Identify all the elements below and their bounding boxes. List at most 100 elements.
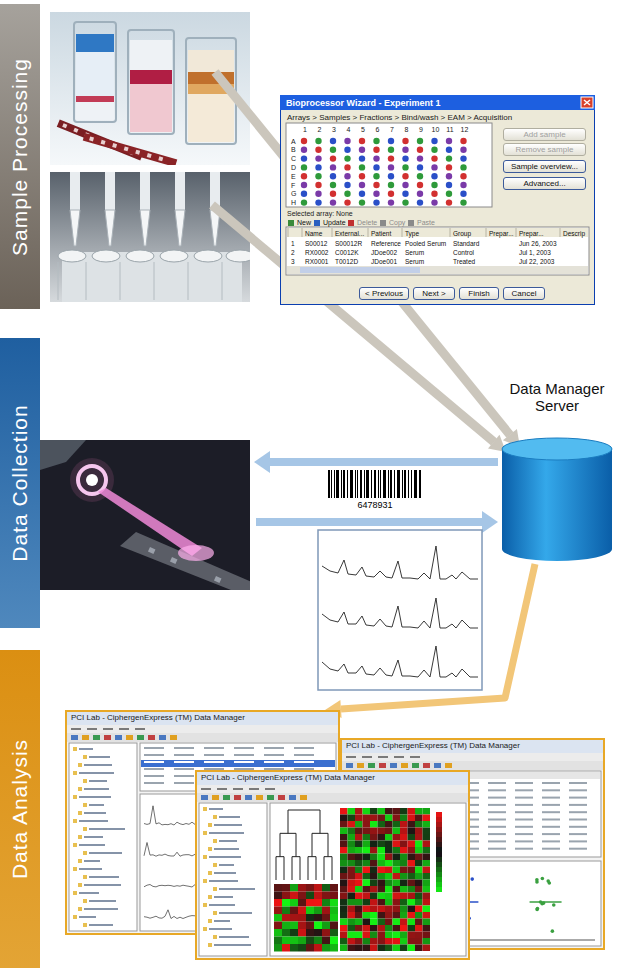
ui-shape bbox=[348, 906, 356, 913]
sample-spot bbox=[315, 164, 321, 170]
ui-shape bbox=[314, 937, 322, 945]
sample-spot bbox=[301, 182, 307, 188]
ui-shape bbox=[363, 828, 371, 835]
ui-shape bbox=[322, 929, 330, 937]
ui-shape bbox=[89, 756, 110, 758]
ui-shape bbox=[137, 735, 144, 740]
ui-shape bbox=[378, 886, 386, 893]
ui-shape bbox=[290, 937, 298, 945]
ui-shape bbox=[408, 220, 414, 226]
ui-shape bbox=[581, 97, 593, 108]
ui-shape bbox=[400, 834, 408, 841]
ui-shape bbox=[282, 884, 290, 892]
ui-shape bbox=[340, 932, 348, 939]
ui-shape bbox=[355, 815, 363, 822]
ui-shape bbox=[408, 847, 416, 854]
sample-spot bbox=[344, 164, 350, 170]
ui-shape bbox=[385, 834, 393, 841]
ui-shape bbox=[69, 743, 137, 931]
ui-shape bbox=[569, 840, 587, 842]
ui-shape bbox=[348, 841, 356, 848]
ui-shape bbox=[298, 892, 306, 900]
sample-spot bbox=[388, 147, 394, 153]
ui-shape bbox=[363, 880, 371, 887]
ui-shape bbox=[346, 763, 353, 768]
sample-spot bbox=[330, 138, 336, 144]
button-label: Finish bbox=[468, 289, 489, 298]
ui-shape bbox=[385, 873, 393, 880]
ui-shape bbox=[340, 906, 348, 913]
data-transfer-arrow bbox=[254, 451, 498, 533]
ui-shape bbox=[314, 884, 322, 892]
ui-shape bbox=[393, 932, 401, 939]
ui-shape bbox=[378, 893, 386, 900]
ui-shape bbox=[197, 785, 468, 793]
ui-shape bbox=[282, 892, 290, 900]
ui-shape bbox=[83, 851, 87, 855]
table-rule bbox=[332, 228, 333, 237]
ui-shape bbox=[408, 834, 416, 841]
ui-shape bbox=[385, 886, 393, 893]
sample-spot bbox=[402, 138, 408, 144]
table-cell: Jul 1, 2003 bbox=[519, 249, 551, 256]
ui-shape bbox=[488, 840, 506, 842]
ui-shape bbox=[159, 735, 166, 740]
ui-shape bbox=[542, 819, 560, 821]
ui-shape bbox=[348, 854, 356, 861]
ui-shape bbox=[278, 795, 285, 800]
ui-shape bbox=[385, 938, 393, 945]
ui-shape bbox=[209, 832, 244, 834]
ui-shape bbox=[400, 893, 408, 900]
ui-shape bbox=[286, 227, 589, 275]
spectra-plot bbox=[318, 530, 482, 690]
ui-shape bbox=[355, 906, 363, 913]
ui-shape bbox=[306, 892, 314, 900]
ui-shape bbox=[393, 808, 401, 815]
ui-shape bbox=[363, 906, 371, 913]
column-number: 9 bbox=[419, 126, 423, 134]
ui-shape bbox=[322, 944, 330, 952]
ui-shape bbox=[290, 922, 298, 930]
ui-shape bbox=[208, 943, 212, 947]
ui-shape bbox=[415, 828, 423, 835]
ui-shape bbox=[314, 899, 322, 907]
ui-shape bbox=[408, 938, 416, 945]
ui-shape bbox=[348, 893, 356, 900]
ui-shape bbox=[355, 821, 363, 828]
sample-spot bbox=[373, 199, 379, 205]
ui-shape bbox=[393, 893, 401, 900]
ui-shape bbox=[79, 820, 108, 822]
ui-shape bbox=[264, 761, 284, 763]
sample-spot bbox=[301, 164, 307, 170]
sample-spot bbox=[460, 191, 466, 197]
table-rule bbox=[486, 228, 487, 237]
ui-shape bbox=[355, 886, 363, 893]
sample-spot bbox=[431, 164, 437, 170]
ui-shape bbox=[385, 893, 393, 900]
ui-shape bbox=[393, 886, 401, 893]
ui-shape bbox=[174, 754, 194, 756]
column-number: 2 bbox=[318, 126, 322, 134]
ui-shape bbox=[378, 880, 386, 887]
ui-shape bbox=[78, 883, 82, 887]
ui-shape bbox=[423, 847, 431, 854]
dendrogram-line bbox=[312, 833, 328, 856]
sample-spot bbox=[402, 164, 408, 170]
ui-shape bbox=[233, 788, 243, 790]
ui-shape bbox=[515, 797, 533, 799]
ui-shape bbox=[363, 925, 371, 932]
ui-shape bbox=[378, 899, 386, 906]
sample-tubes-photo bbox=[50, 12, 250, 165]
sample-spot bbox=[315, 138, 321, 144]
arrow-shaft bbox=[341, 564, 535, 709]
ui-shape bbox=[340, 847, 348, 854]
sample-spot bbox=[431, 173, 437, 179]
ui-shape bbox=[89, 924, 113, 926]
ui-shape bbox=[298, 899, 306, 907]
ui-shape bbox=[355, 880, 363, 887]
sample-spot bbox=[460, 199, 466, 205]
ui-shape bbox=[298, 884, 306, 892]
ui-shape bbox=[298, 944, 306, 952]
table-rule bbox=[302, 228, 303, 237]
ui-shape bbox=[174, 761, 194, 763]
